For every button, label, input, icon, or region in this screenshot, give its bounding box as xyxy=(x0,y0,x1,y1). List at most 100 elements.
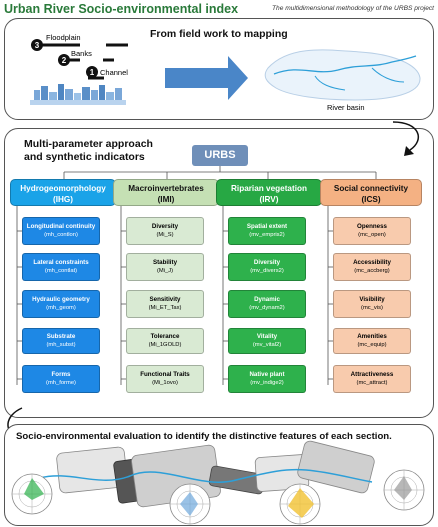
indicator-code: (mv_dynam2) xyxy=(249,305,285,311)
marker-2-icon xyxy=(58,54,70,66)
indicator-ihg-1: Longitudinal continuity(mh_contlon) xyxy=(22,217,100,245)
indicator-code: (mc_open) xyxy=(358,232,386,238)
column-name-irv: Riparian vegetation xyxy=(231,184,307,193)
column-header-imi: Macroinvertebrates (IMI) xyxy=(113,179,219,206)
indicator-name: Attractiveness xyxy=(350,371,394,378)
marker-3-icon xyxy=(31,39,43,51)
indicators-title-line2: and synthetic indicators xyxy=(24,151,145,163)
column-header-ics: Social connectivity(ICS) xyxy=(320,179,422,206)
indicator-code: (mc_accberg) xyxy=(354,268,390,274)
marker-1: 1 xyxy=(90,68,95,77)
indicator-code: (Mi_J) xyxy=(156,268,174,274)
indicator-ics-1: Openness (mc_open) xyxy=(333,217,411,245)
section-5 xyxy=(297,440,375,494)
indicator-ihg-5: Forms(mh_forme) xyxy=(22,365,100,393)
indicator-ics-5: Attractiveness (mc_attract) xyxy=(333,365,411,393)
marker-2: 2 xyxy=(62,56,67,65)
indicator-ics-4: Amenities (mc_equip) xyxy=(333,328,411,354)
indicator-code: (mc_attract) xyxy=(356,380,388,386)
river-basin-shape xyxy=(264,49,421,101)
indicator-imi-4: Tolerance (Mi_1GOLD) xyxy=(126,328,204,354)
column-header-ihg: Hydrogeomorphology(IHG) xyxy=(10,179,116,206)
indicator-irv-5: Native plant (mv_indige2) xyxy=(228,365,306,393)
indicator-name: Substrate xyxy=(46,333,76,340)
indicator-ihg-3: Hydraulic geometry (mh_geom) xyxy=(22,290,100,318)
indicator-name: Vitality xyxy=(256,333,278,340)
label-channel: Channel xyxy=(100,68,128,77)
radar-chart-yellow-icon xyxy=(279,483,321,525)
marker-1-icon xyxy=(86,66,98,78)
indicator-irv-1: Spatial extent (mv_empris2) xyxy=(228,217,306,245)
indicator-name: Sensitivity xyxy=(149,296,181,303)
indicator-name: Spatial extent xyxy=(246,223,288,230)
indicator-ics-2: Accessibility (mc_accberg) xyxy=(333,253,411,281)
label-floodplain: Floodplain xyxy=(46,33,81,42)
indicator-imi-5: Functional Traits (Mi_1ovo) xyxy=(126,365,204,393)
urbs-root-box: URBS xyxy=(192,145,248,166)
mapping-arrow-icon xyxy=(165,56,248,100)
indicator-code: (mh_subst) xyxy=(46,342,76,348)
marker-3: 3 xyxy=(35,41,40,50)
indicator-name: Dynamic xyxy=(254,296,280,303)
column-abbr-ihg: (IHG) xyxy=(52,195,73,204)
column-abbr-irv: (IRV) xyxy=(259,195,279,204)
page-subtitle: The multidimensional methodology of the … xyxy=(272,5,434,12)
indicator-name: Diversity xyxy=(151,223,179,230)
indicator-name: Longitudinal continuity xyxy=(26,223,96,230)
page-title: Urban River Socio-environmental index xyxy=(4,2,239,16)
indicator-imi-2: Stability (Mi_J) xyxy=(126,253,204,281)
column-abbr-imi: (IMI) xyxy=(157,195,175,204)
evaluation-title: Socio-environmental evaluation to identi… xyxy=(16,431,392,442)
indicator-code: (mc_vis) xyxy=(361,305,383,311)
arrow-to-panel2-head xyxy=(404,146,414,156)
indicators-title-line1: Multi-parameter approach xyxy=(24,138,153,150)
arrow-to-panel2 xyxy=(392,121,420,151)
river-tributary-2 xyxy=(371,67,405,83)
indicator-code: (mv_vital2) xyxy=(252,342,282,348)
column-name-ics: Social connectivity xyxy=(333,184,409,193)
indicator-irv-2: Diversity (mv_divers2) xyxy=(228,253,306,281)
indicator-code: (mc_equip) xyxy=(357,342,387,348)
indicator-code: (mh_contlat) xyxy=(44,268,78,274)
indicator-irv-4: Vitality (mv_vital2) xyxy=(228,328,306,354)
indicator-ics-3: Visibility (mc_vis) xyxy=(333,290,411,318)
indicator-name: Visibility xyxy=(359,296,385,303)
indicators-title: Multi-parameter approach and synthetic i… xyxy=(24,138,153,164)
indicator-code: (Mi_1ovo) xyxy=(152,380,178,386)
radar-chart-grey-icon xyxy=(383,469,425,511)
river-line xyxy=(273,55,417,75)
indicator-code: (Mi_1GOLD) xyxy=(148,342,182,348)
river-tributary xyxy=(314,75,346,91)
indicator-name: Native plant xyxy=(249,371,285,378)
indicator-code: (mv_indige2) xyxy=(250,380,284,386)
indicator-code: (mh_geom) xyxy=(46,305,76,311)
radar-chart-green-icon xyxy=(11,473,53,515)
label-banks: Banks xyxy=(71,49,92,58)
indicator-irv-3: Dynamic (mv_dynam2) xyxy=(228,290,306,318)
column-header-irv: Riparian vegetation (IRV) xyxy=(216,179,322,206)
indicator-code: (mv_empris2) xyxy=(249,232,285,238)
column-name-imi: Macroinvertebrates xyxy=(128,184,204,193)
indicator-imi-1: Diversity(Mi_S) xyxy=(126,217,204,245)
indicator-code: (mv_divers2) xyxy=(250,268,284,274)
indicator-name: Hydraulic geometry xyxy=(32,296,90,303)
indicator-code: (Mi_ET_Tax) xyxy=(148,305,182,311)
indicator-name: Diversity xyxy=(253,259,281,266)
indicator-code: (mh_forme) xyxy=(46,380,76,386)
river-line-sections xyxy=(39,468,373,483)
indicator-name: Amenities xyxy=(357,333,387,340)
indicator-name: Lateral constraints xyxy=(33,259,89,266)
field-work-title: From field work to mapping xyxy=(150,28,288,40)
indicator-name: Accessibility xyxy=(353,259,391,266)
indicator-ihg-2: Lateral constraints (mh_contlat) xyxy=(22,253,100,281)
indicator-ihg-4: Substrate (mh_subst) xyxy=(22,328,100,354)
indicator-name: Tolerance xyxy=(150,333,180,340)
indicator-name: Stability xyxy=(152,259,178,266)
indicator-name: Openness xyxy=(357,223,387,230)
indicator-imi-3: Sensitivity (Mi_ET_Tax) xyxy=(126,290,204,318)
indicator-name: Functional Traits xyxy=(140,371,190,378)
label-river-basin: River basin xyxy=(327,103,365,112)
